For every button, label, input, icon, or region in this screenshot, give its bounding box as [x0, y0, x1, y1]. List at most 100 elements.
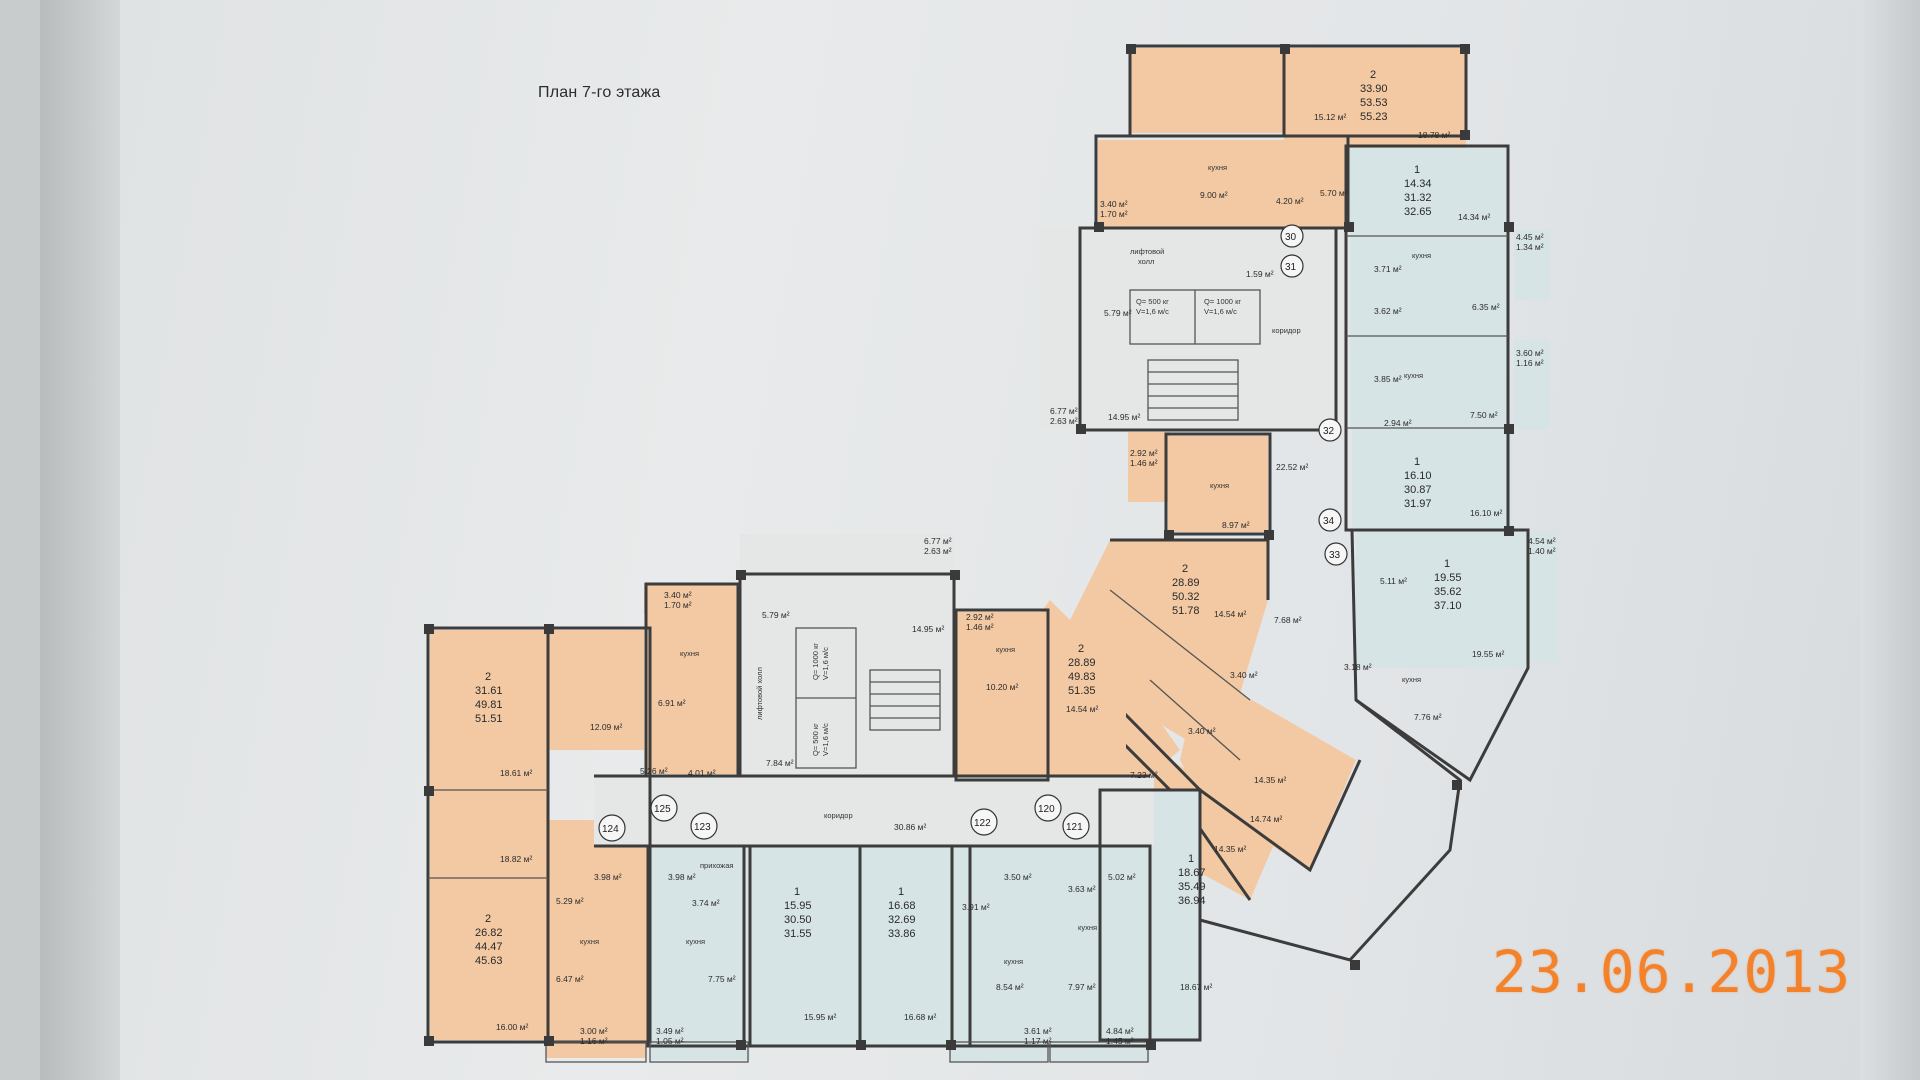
svg-text:3.62 м²: 3.62 м² [1374, 306, 1402, 316]
svg-text:5.02 м²: 5.02 м² [1108, 872, 1136, 882]
room-blue-19 [1356, 528, 1526, 668]
room-orange-26-82 [430, 880, 548, 1040]
svg-text:1.40 м²: 1.40 м² [1528, 546, 1556, 556]
svg-text:9.00 м²: 9.00 м² [1200, 190, 1228, 200]
svg-text:120: 120 [1038, 804, 1055, 815]
svg-text:30.86 м²: 30.86 м² [894, 822, 926, 832]
apt-label-total-full: 55.23 [1360, 111, 1388, 123]
apt-label-rooms: 1 [1188, 853, 1194, 865]
room-orange-14-74 [1140, 740, 1280, 900]
room-blue-kitchen-bottom [650, 846, 750, 1046]
apartment-labels: 2 33.90 53.53 55.23 1 14.34 31.32 32.65 … [475, 69, 1462, 967]
apt-label-total: 32.69 [888, 914, 916, 926]
svg-text:14.54 м²: 14.54 м² [1066, 704, 1098, 714]
svg-text:3.50 м²: 3.50 м² [1004, 872, 1032, 882]
structural-pillars [424, 44, 1514, 1050]
room-name: кухня [1208, 163, 1227, 172]
svg-text:14.54 м²: 14.54 м² [1214, 609, 1246, 619]
svg-text:3.40 м²: 3.40 м² [1230, 670, 1258, 680]
svg-text:16.00 м²: 16.00 м² [496, 1022, 528, 1032]
room-blue-32 [1350, 338, 1508, 428]
svg-text:14.74 м²: 14.74 м² [1250, 814, 1282, 824]
svg-text:6.77 м²: 6.77 м² [1050, 406, 1078, 416]
svg-text:18.61 м²: 18.61 м² [500, 768, 532, 778]
svg-text:18.67 м²: 18.67 м² [1180, 982, 1212, 992]
svg-text:7.76 м²: 7.76 м² [1414, 712, 1442, 722]
svg-text:123: 123 [694, 822, 711, 833]
svg-text:V=1,6 м/с: V=1,6 м/с [821, 723, 830, 756]
svg-text:1.05 м²: 1.05 м² [656, 1036, 684, 1046]
svg-text:2.63 м²: 2.63 м² [924, 546, 952, 556]
room-blue-16 [1352, 428, 1512, 528]
top-wing [1040, 44, 1558, 783]
svg-text:15.12 м²: 15.12 м² [1314, 112, 1346, 122]
room-living-top-right [1284, 48, 1466, 148]
apt-label-living: 33.90 [1360, 83, 1388, 95]
svg-text:14.35 м²: 14.35 м² [1214, 844, 1246, 854]
svg-text:3.63 м²: 3.63 м² [1068, 884, 1096, 894]
circle-markers: 30 31 32 33 34 120 121 122 123 124 125 [598, 224, 1348, 842]
room-name: кухня [1004, 957, 1023, 966]
svg-text:Q= 500 кг: Q= 500 кг [811, 723, 820, 756]
svg-text:1.70 м²: 1.70 м² [1100, 209, 1128, 219]
apt-label-total-full: 31.55 [784, 928, 812, 940]
svg-text:2.94 м²: 2.94 м² [1384, 418, 1412, 428]
svg-text:34: 34 [1323, 516, 1335, 527]
svg-text:2.63 м²: 2.63 м² [1050, 416, 1078, 426]
svg-text:V=1,6 м/с: V=1,6 м/с [1204, 307, 1237, 316]
svg-text:Q= 1000 кг: Q= 1000 кг [811, 643, 820, 680]
apt-label-rooms: 1 [1444, 558, 1450, 570]
svg-text:4.54 м²: 4.54 м² [1528, 536, 1556, 546]
svg-text:3.74 м²: 3.74 м² [692, 898, 720, 908]
svg-text:4.84 м²: 4.84 м² [1106, 1026, 1134, 1036]
date-stamp: 23.06.2013 [1492, 938, 1852, 1006]
svg-text:V=1,6 м/с: V=1,6 м/с [821, 647, 830, 680]
svg-text:2.92 м²: 2.92 м² [966, 612, 994, 622]
svg-text:3.98 м²: 3.98 м² [668, 872, 696, 882]
balcony-orange-left-bottom [546, 1020, 646, 1058]
apt-label-total: 50.32 [1172, 591, 1200, 603]
apt-label-rooms: 2 [485, 671, 491, 683]
apt-label-total-full: 51.51 [475, 713, 503, 725]
svg-text:4.01 м²: 4.01 м² [688, 768, 716, 778]
room-kitchen-left-top [646, 584, 738, 774]
svg-text:1.46 м²: 1.46 м² [966, 622, 994, 632]
svg-text:15.95 м²: 15.95 м² [804, 1012, 836, 1022]
room-kitchen-top [1098, 140, 1348, 228]
page-title: План 7-го этажа [538, 84, 661, 101]
svg-text:14.35 м²: 14.35 м² [1254, 775, 1286, 785]
apt-label-rooms: 2 [1370, 69, 1376, 81]
room-name: кухня [686, 937, 705, 946]
apt-label-total-full: 33.86 [888, 928, 916, 940]
svg-text:3.00 м²: 3.00 м² [580, 1026, 608, 1036]
room-name: кухня [1412, 251, 1431, 260]
apt-label-living: 28.89 [1172, 577, 1200, 589]
svg-text:16.10 м²: 16.10 м² [1470, 508, 1502, 518]
svg-text:10.20 м²: 10.20 м² [986, 682, 1018, 692]
svg-text:16.68 м²: 16.68 м² [904, 1012, 936, 1022]
room-name: кухня [580, 937, 599, 946]
svg-text:1.17 м²: 1.17 м² [1024, 1036, 1052, 1046]
svg-text:1.59 м²: 1.59 м² [1246, 269, 1274, 279]
apt-label-rooms: 1 [794, 886, 800, 898]
balcony-blue-1 [1514, 230, 1550, 300]
svg-text:6.91 м²: 6.91 м² [658, 698, 686, 708]
svg-text:18.82 м²: 18.82 м² [500, 854, 532, 864]
room-name: кухня [1078, 923, 1097, 932]
apt-label-total-full: 32.65 [1404, 206, 1432, 218]
room-name: коридор [824, 811, 853, 820]
apt-label-total-full: 51.35 [1068, 685, 1096, 697]
room-orange-28-89-left [1046, 630, 1126, 780]
svg-text:7.84 м²: 7.84 м² [766, 758, 794, 768]
apt-label-total-full: 31.97 [1404, 498, 1432, 510]
svg-text:4.20 м²: 4.20 м² [1276, 196, 1304, 206]
svg-text:125: 125 [654, 804, 671, 815]
apt-label-living: 26.82 [475, 927, 503, 939]
apt-label-rooms: 1 [898, 886, 904, 898]
svg-text:3.18 м²: 3.18 м² [1344, 662, 1372, 672]
room-orange-12-09 [548, 630, 644, 750]
room-kitchen-mid [1168, 436, 1268, 532]
svg-text:7.50 м²: 7.50 м² [1470, 410, 1498, 420]
lift-hall-top [1080, 230, 1350, 430]
svg-text:5.79 м²: 5.79 м² [1104, 308, 1132, 318]
